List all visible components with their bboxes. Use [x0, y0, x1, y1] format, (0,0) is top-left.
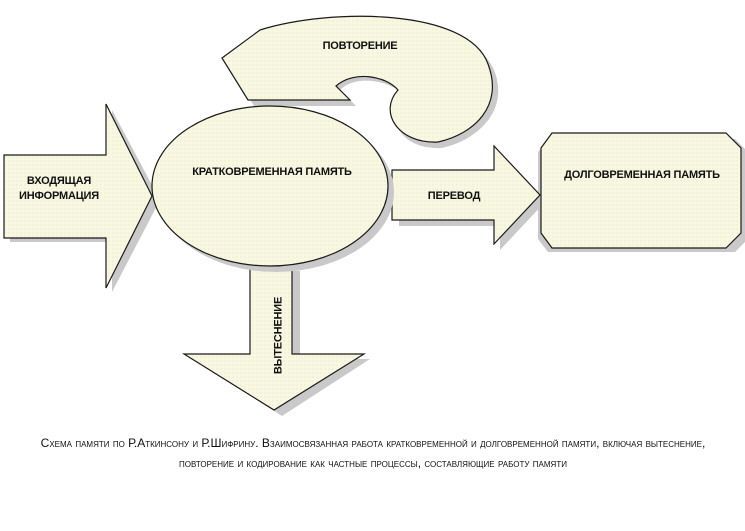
incoming-arrow — [3, 103, 153, 289]
figure-caption: Схема памяти по Р.Аткинсону и Р.Шифрину.… — [40, 436, 706, 470]
long-term-memory-box — [540, 132, 742, 249]
rehearsal-label: ПОВТОРЕНИЕ — [322, 40, 398, 52]
transfer-arrow — [391, 144, 541, 246]
rehearsal-arrow — [221, 15, 493, 143]
transfer-label: ПЕРЕВОД — [427, 190, 481, 202]
short-term-memory-ellipse — [151, 105, 389, 267]
incoming-label: ВХОДЯЩАЯ ИНФОРМАЦИЯ — [19, 175, 99, 202]
long-term-label: ДОЛГОВРЕМЕННАЯ ПАМЯТЬ — [564, 169, 720, 181]
displacement-label: ВЫТЕСНЕНИЕ — [272, 296, 285, 375]
short-term-label: КРАТКОВРЕМЕННАЯ ПАМЯТЬ — [192, 166, 352, 178]
displacement-arrow — [181, 264, 367, 411]
